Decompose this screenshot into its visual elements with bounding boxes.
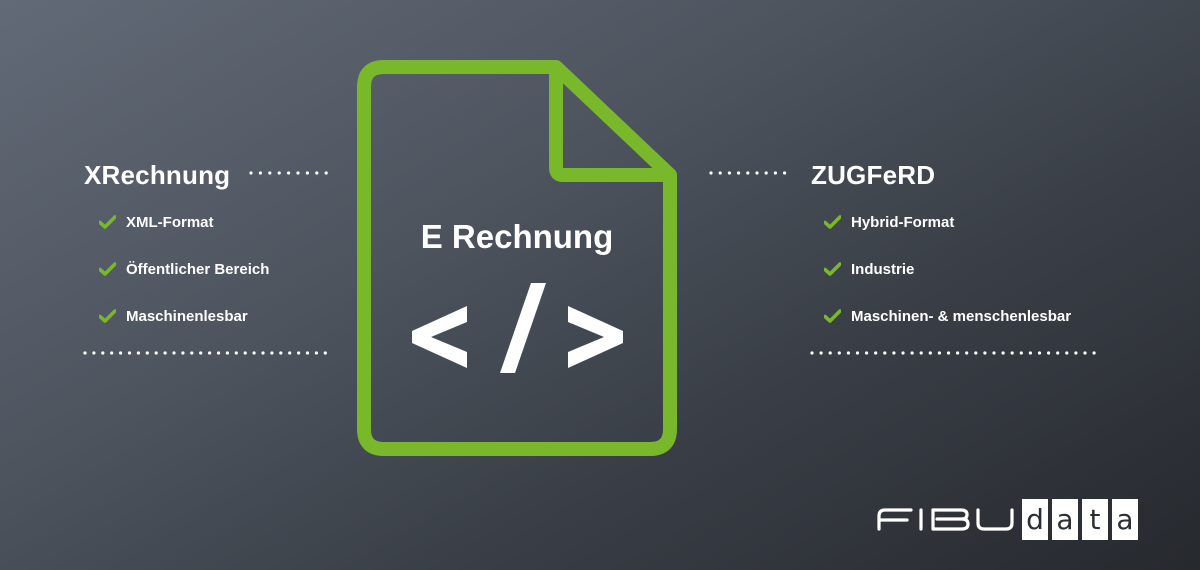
dotted-divider <box>810 351 1096 355</box>
dotted-divider <box>83 351 327 355</box>
check-icon <box>824 309 841 323</box>
list-item-label: Industrie <box>851 260 915 278</box>
check-icon <box>99 215 116 229</box>
logo-letter-box: a <box>1052 499 1078 540</box>
list-item: Öffentlicher Bereich <box>99 259 269 279</box>
list-item-label: Maschinenlesbar <box>126 307 248 325</box>
xrechnung-title: XRechnung <box>84 160 231 190</box>
dotted-divider <box>709 171 787 175</box>
check-icon <box>824 262 841 276</box>
logo-letter-box: a <box>1112 499 1138 540</box>
check-icon <box>99 309 116 323</box>
list-item: XML-Format <box>99 212 269 232</box>
logo-letter-box: d <box>1022 499 1048 540</box>
fibudata-logo: FIBU d a t a <box>877 499 1139 540</box>
dotted-divider <box>249 171 328 175</box>
logo-data-wordmark: d a t a <box>1022 499 1138 540</box>
list-item: Maschinenlesbar <box>99 306 269 326</box>
list-item: Maschinen- & menschenlesbar <box>824 306 1071 326</box>
check-icon <box>824 215 841 229</box>
list-item: Hybrid-Format <box>824 212 1071 232</box>
zugferd-title: ZUGFeRD <box>811 160 936 190</box>
logo-fibu-wordmark: FIBU <box>877 508 1014 531</box>
code-icon <box>412 283 623 373</box>
document-title: E Rechnung <box>420 218 614 255</box>
list-item-label: Maschinen- & menschenlesbar <box>851 307 1072 325</box>
list-item-label: Hybrid-Format <box>851 213 955 231</box>
check-icon <box>99 262 116 276</box>
list-item: Industrie <box>824 259 1071 279</box>
list-item-label: XML-Format <box>126 213 214 231</box>
list-item-label: Öffentlicher Bereich <box>126 260 270 278</box>
logo-letter-box: t <box>1082 499 1108 540</box>
zugferd-feature-list: Hybrid-Format Industrie Maschinen- & men… <box>824 212 1071 326</box>
xrechnung-feature-list: XML-Format Öffentlicher Bereich Maschine… <box>99 212 269 326</box>
